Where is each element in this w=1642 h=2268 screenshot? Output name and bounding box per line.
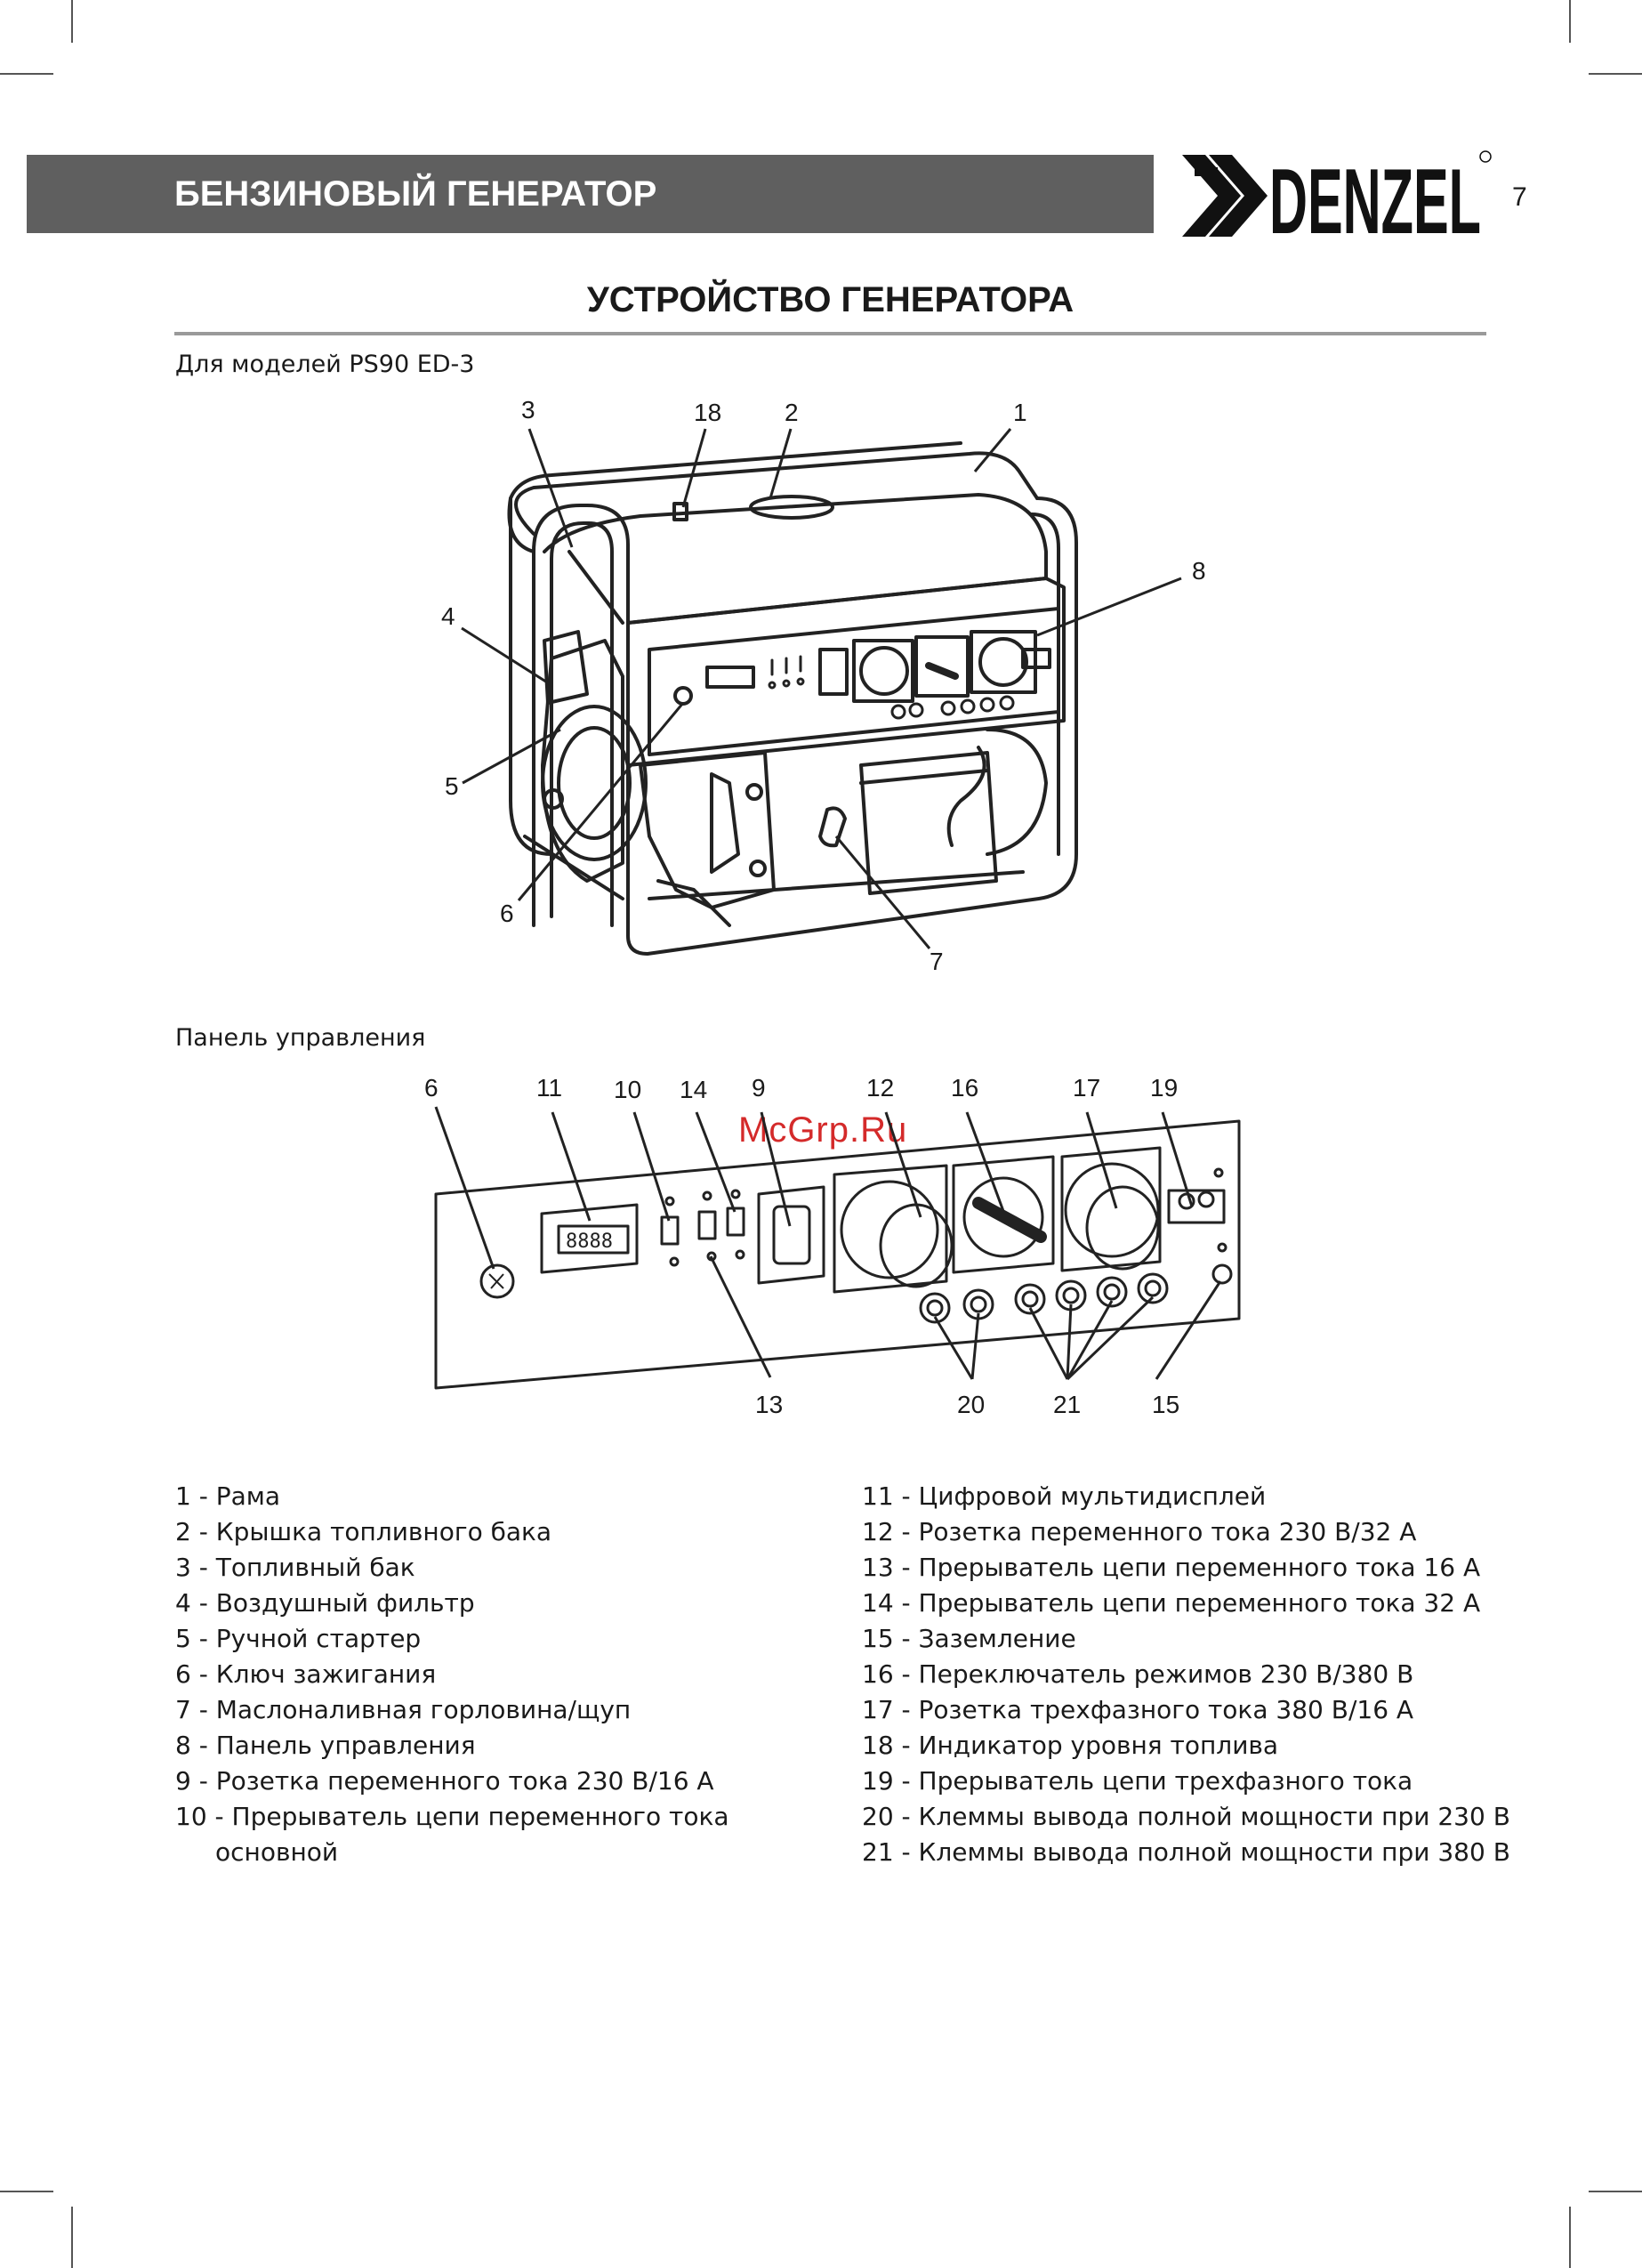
models-caption: Для моделей PS90 ED-3 bbox=[175, 351, 475, 378]
legend-item: 2 - Крышка топливного бака bbox=[175, 1517, 552, 1546]
callout-3: 3 bbox=[521, 396, 535, 424]
callout-4: 4 bbox=[441, 602, 455, 630]
callout-19: 19 bbox=[1150, 1074, 1178, 1102]
callout-2: 2 bbox=[785, 399, 799, 426]
legend-item: 7 - Маслоналивная горловина/щуп bbox=[175, 1695, 632, 1724]
callout-21: 21 bbox=[1053, 1391, 1081, 1418]
legend-item: 11 - Цифровой мультидисплей bbox=[862, 1481, 1267, 1511]
legend-item: 15 - Заземление bbox=[862, 1624, 1076, 1653]
section-title: УСТРОЙСТВО ГЕНЕРАТОРА bbox=[586, 280, 1075, 319]
page-number: 7 bbox=[1512, 182, 1527, 212]
crop-mark bbox=[1569, 2207, 1571, 2268]
callout-8: 8 bbox=[1192, 557, 1206, 585]
callout-1: 1 bbox=[1013, 399, 1027, 426]
legend-item: 19 - Прерыватель цепи трехфазного тока bbox=[862, 1766, 1413, 1796]
header-title: БЕНЗИНОВЫЙ ГЕНЕРАТОР bbox=[174, 174, 657, 214]
legend-item: 12 - Розетка переменного тока 230 В/32 А bbox=[862, 1517, 1417, 1546]
crop-mark bbox=[1569, 0, 1571, 43]
crop-mark bbox=[0, 2191, 53, 2192]
generator-illustration: 3 18 2 1 8 4 5 6 7 bbox=[441, 396, 1206, 975]
panel-caption: Панель управления bbox=[175, 1024, 426, 1052]
callout-18: 18 bbox=[694, 399, 721, 426]
legend-item-continuation: основной bbox=[215, 1837, 339, 1867]
callout-12: 12 bbox=[866, 1074, 894, 1102]
callout-5: 5 bbox=[445, 772, 459, 800]
legend-item: 13 - Прерыватель цепи переменного тока 1… bbox=[862, 1553, 1481, 1582]
legend-item: 14 - Прерыватель цепи переменного тока 3… bbox=[862, 1588, 1481, 1618]
crop-mark bbox=[1589, 73, 1642, 75]
callout-16: 16 bbox=[951, 1074, 978, 1102]
header-bar: БЕНЗИНОВЫЙ ГЕНЕРАТОР bbox=[27, 155, 1154, 233]
legend-item: 5 - Ручной стартер bbox=[175, 1624, 422, 1653]
callout-17: 17 bbox=[1073, 1074, 1100, 1102]
legend-item: 8 - Панель управления bbox=[175, 1731, 476, 1760]
multidisplay-readout: 8888 bbox=[566, 1231, 613, 1253]
callout-15: 15 bbox=[1152, 1391, 1179, 1418]
legend-item: 3 - Топливный бак bbox=[175, 1553, 415, 1582]
legend-left: 1 - Рама 2 - Крышка топливного бака 3 - … bbox=[175, 1479, 729, 1870]
crop-mark bbox=[71, 2207, 73, 2268]
legend-item: 1 - Рама bbox=[175, 1481, 281, 1511]
callout-10: 10 bbox=[614, 1076, 641, 1103]
legend-item: 6 - Ключ зажигания bbox=[175, 1659, 437, 1689]
crop-mark bbox=[0, 73, 53, 75]
callout-11: 11 bbox=[536, 1074, 562, 1102]
callout-13: 13 bbox=[755, 1391, 783, 1418]
legend-item: 9 - Розетка переменного тока 230 В/16 А bbox=[175, 1766, 714, 1796]
legend-item: 18 - Индикатор уровня топлива bbox=[862, 1731, 1279, 1760]
callout-7: 7 bbox=[930, 948, 944, 975]
section-divider bbox=[174, 332, 1486, 335]
legend-item: 21 - Клеммы вывода полной мощности при 3… bbox=[862, 1837, 1510, 1867]
callout-20: 20 bbox=[957, 1391, 985, 1418]
callout-6: 6 bbox=[500, 900, 514, 927]
crop-mark bbox=[71, 0, 73, 43]
callout-9: 9 bbox=[752, 1074, 766, 1102]
legend-item: 20 - Клеммы вывода полной мощности при 2… bbox=[862, 1802, 1510, 1831]
callout-6: 6 bbox=[424, 1074, 439, 1102]
legend-item: 16 - Переключатель режимов 230 В/380 В bbox=[862, 1659, 1414, 1689]
legend-item: 17 - Розетка трехфазного тока 380 В/16 А bbox=[862, 1695, 1414, 1724]
legend-item: 4 - Воздушный фильтр bbox=[175, 1588, 475, 1618]
denzel-logo: DENZEL bbox=[1182, 150, 1492, 244]
crop-mark bbox=[1589, 2191, 1642, 2192]
legend-item: 10 - Прерыватель цепи переменного тока bbox=[175, 1802, 729, 1831]
legend-right: 11 - Цифровой мультидисплей 12 - Розетка… bbox=[862, 1479, 1510, 1870]
control-panel-illustration: 8888 6 11 10 14 9 12 16 17 19 13 20 21 1… bbox=[424, 1074, 1241, 1418]
brand-text: DENZEL bbox=[1269, 150, 1481, 244]
callout-14: 14 bbox=[680, 1076, 707, 1103]
